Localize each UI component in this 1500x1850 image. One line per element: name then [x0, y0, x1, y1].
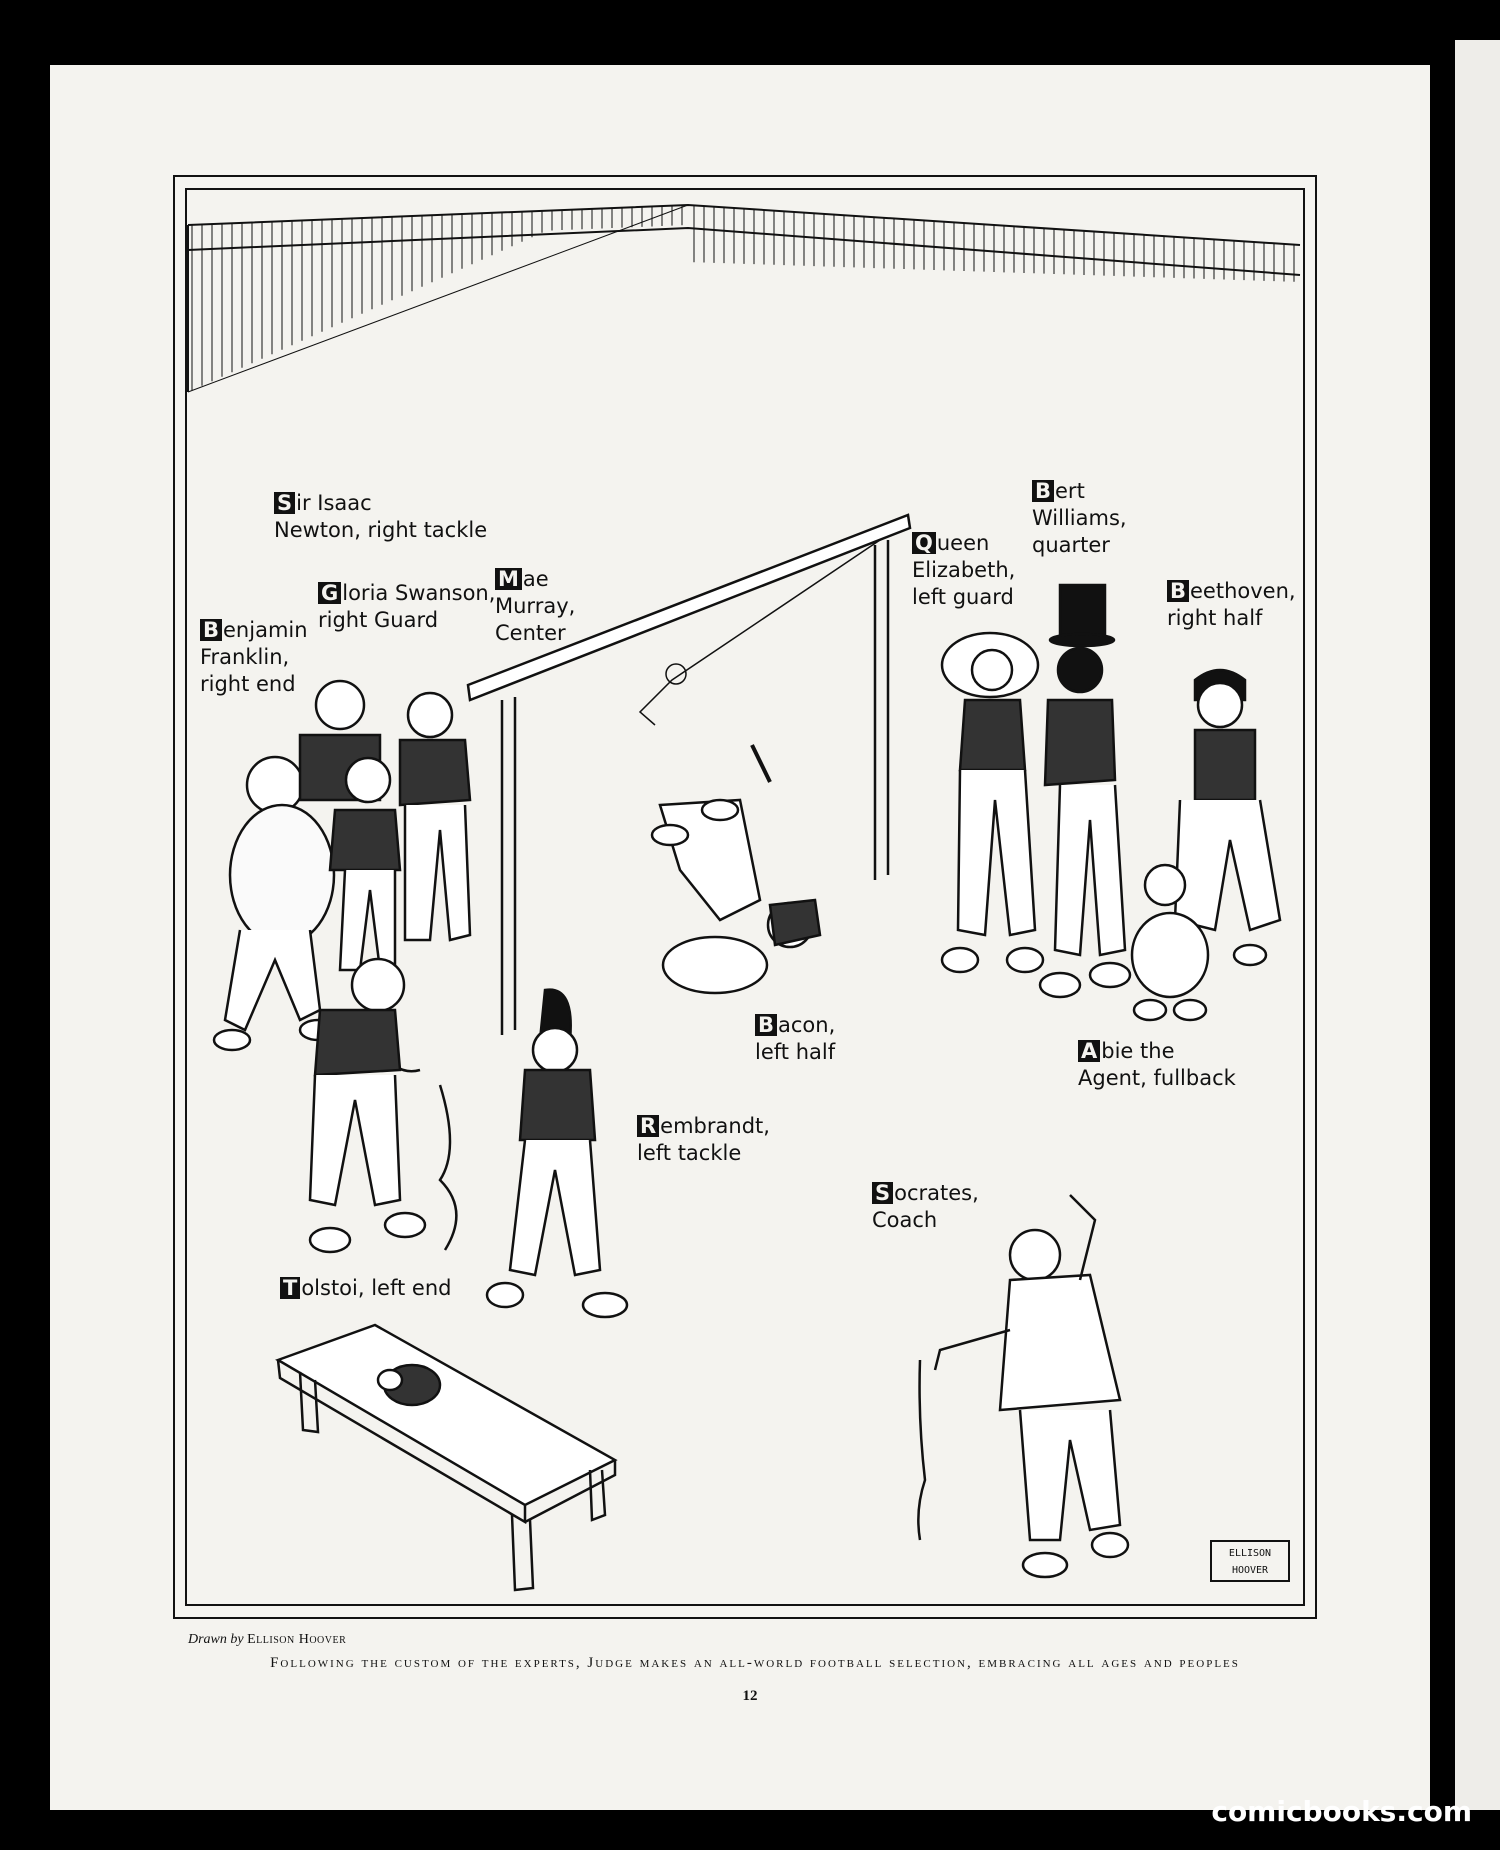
players: [212, 583, 1282, 1579]
artist-signature: ELLISON HOOVER: [1210, 1540, 1290, 1582]
swanson-figure: [328, 756, 402, 972]
socrates-figure: [917, 1194, 1130, 1579]
tolstoi-figure: [308, 957, 458, 1254]
artist-credit: Drawn by Ellison Hoover: [188, 1632, 347, 1647]
watermark: comicbooks.com: [1211, 1795, 1472, 1828]
facing-page-edge: [1455, 40, 1500, 1810]
page-caption: Following the custom of the experts, Jud…: [270, 1655, 1240, 1671]
horizontal-bar-frame: [466, 513, 912, 1035]
elizabeth-figure: [940, 631, 1045, 974]
bacon-figure: [650, 798, 822, 995]
bench: [275, 1323, 618, 1592]
illustration-frame-outer: [173, 175, 1317, 1619]
williams-figure: [1038, 583, 1132, 999]
rembrandt-figure: [485, 988, 629, 1319]
abie-figure: [1130, 863, 1210, 1022]
murray-figure: [398, 691, 472, 942]
page-number: 12: [742, 1688, 758, 1704]
gym-wall-fence: [187, 203, 1301, 393]
illustration-frame-inner: [185, 188, 1305, 1606]
franklin-figure: [212, 755, 338, 1052]
